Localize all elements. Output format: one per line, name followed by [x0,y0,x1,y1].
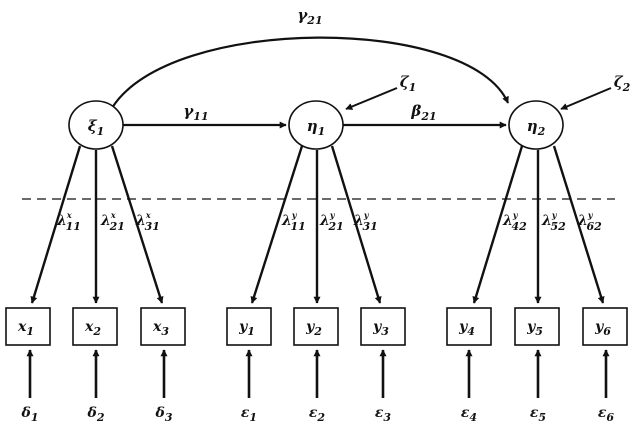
zeta1-disturbance-arrow [345,87,398,110]
indicator-y2: y2 [293,307,339,346]
svg-text:y5: y5 [526,319,543,338]
indicator-y4: y4 [446,307,492,346]
loading-arrow-x3 [110,145,164,304]
loading-arrow-y3 [330,145,382,304]
label-delta2: δ2 [87,405,105,424]
label-epsilon4: ε4 [461,405,477,424]
indicator-y3: y3 [360,307,406,346]
gamma21-path-arrow [111,36,510,109]
svg-text:x2: x2 [84,319,101,338]
svg-text:y4: y4 [458,319,475,338]
loading-arrow-y6 [552,145,605,304]
label-epsilon6: ε6 [598,405,615,424]
svg-text:x1: x1 [17,319,34,338]
label-gamma21: γ21 [297,6,322,27]
svg-text:η2: η2 [527,117,546,138]
indicator-y5: y5 [514,307,560,346]
indicator-y6: y6 [582,307,628,346]
latent-eta2: η2 [508,100,564,150]
label-delta3: δ3 [155,405,173,424]
loading-arrow-y4 [472,145,524,304]
label-beta21: β21 [410,102,436,123]
svg-text:y3: y3 [372,319,389,338]
zeta2-disturbance-arrow [560,87,612,110]
loading-arrow-y1 [250,145,304,304]
label-zeta1: ζ1 [400,73,417,94]
label-zeta2: ζ2 [614,73,631,94]
svg-text:ξ1: ξ1 [88,117,105,138]
svg-text:y2: y2 [305,319,322,338]
svg-text:y6: y6 [594,319,611,338]
label-gamma11: γ11 [183,102,208,123]
loading-arrow-x1 [30,145,82,304]
latent-eta1: η1 [288,100,344,150]
label-epsilon1: ε1 [241,405,257,424]
indicator-x2: x2 [72,307,118,346]
indicator-y1: y1 [226,307,272,346]
label-epsilon5: ε5 [530,405,546,424]
indicator-x1: x1 [5,307,51,346]
label-epsilon3: ε3 [375,405,392,424]
label-delta1: δ1 [21,405,39,424]
label-epsilon2: ε2 [309,405,326,424]
indicator-x3: x3 [140,307,186,346]
svg-text:η1: η1 [307,117,326,138]
svg-text:x3: x3 [152,319,169,338]
svg-text:y1: y1 [238,319,255,338]
latent-xi1: ξ1 [68,100,124,150]
